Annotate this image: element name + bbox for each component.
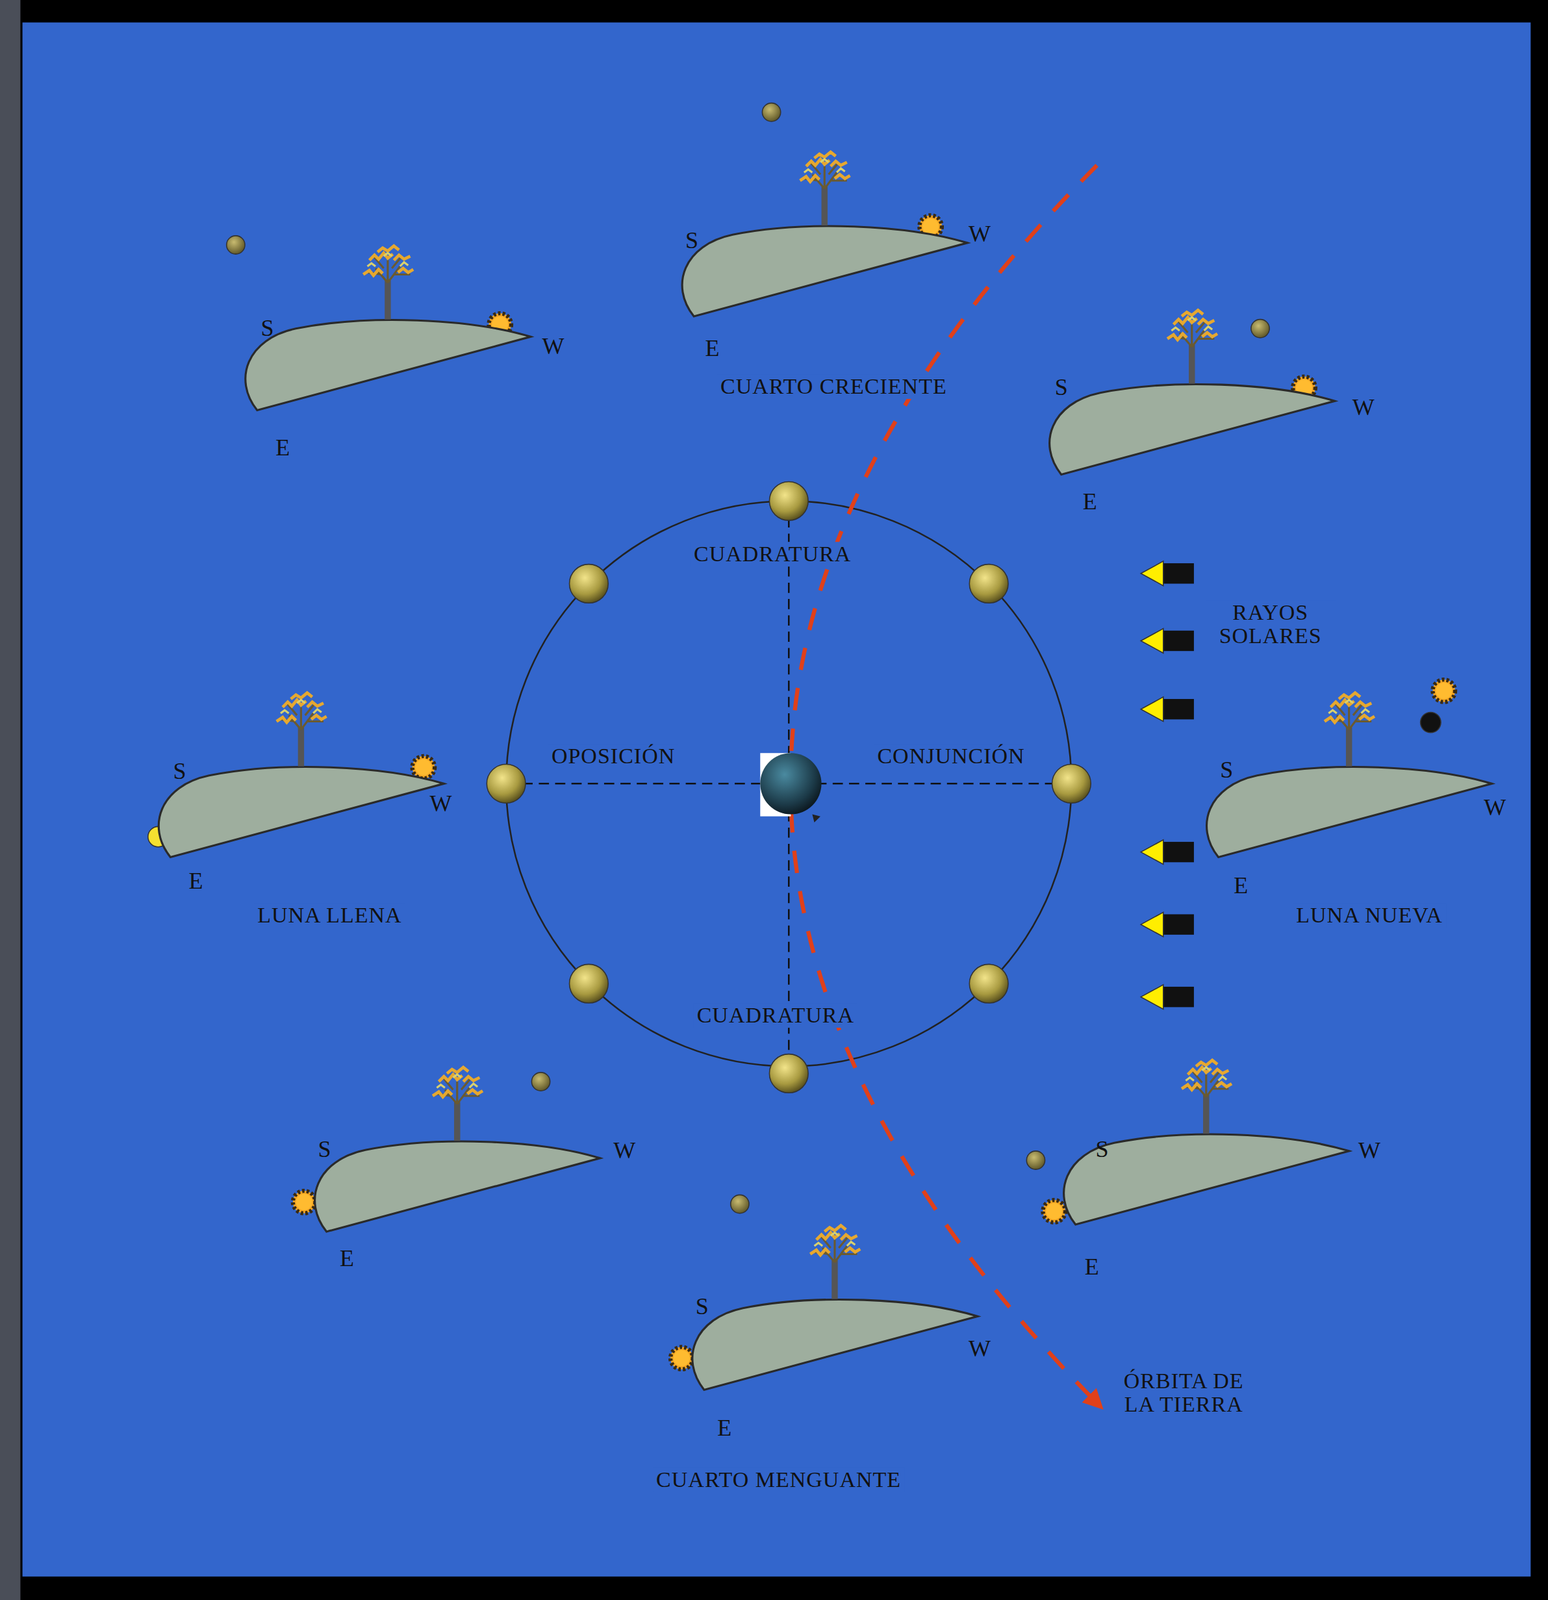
compass-letter: S [685,228,699,254]
phase-label: CUADRATURA [690,541,855,567]
compass-letter: S [1054,375,1068,401]
compass-letter: W [430,791,453,817]
compass-letter: E [1084,1255,1100,1280]
compass-letter: E [339,1247,355,1272]
phase-label: RAYOS SOLARES [1205,600,1336,649]
compass-letter: W [1352,395,1375,421]
phase-label: LUNA NUEVA [1292,902,1447,928]
phase-label: ÓRBITA DE LA TIERRA [1115,1369,1252,1417]
compass-letter: S [318,1137,332,1163]
sky-moons [148,103,1441,1214]
compass-letter: W [968,222,991,247]
compass-letter: W [613,1138,636,1164]
compass-letter: S [1095,1137,1109,1163]
compass-letter: E [704,336,720,362]
phase-label: CUADRATURA [693,1002,858,1028]
compass-letter: E [717,1416,732,1441]
sun-rays [1140,561,1194,1010]
compass-letter: W [1483,795,1506,821]
frame-strip [0,0,21,1600]
phase-label: CUARTO CRECIENTE [717,374,951,400]
compass-letter: S [261,316,275,342]
earth-arrow [812,813,821,823]
background [22,22,1532,1577]
moon-orbit [506,500,1072,1066]
orbit-moons [486,481,1091,1093]
earth-orbit [790,164,1103,1408]
phase-label: CUARTO MENGUANTE [652,1467,905,1493]
compass-letter: E [275,435,290,461]
compass-letter: W [541,334,564,360]
phase-label: LUNA LLENA [253,902,405,928]
phase-label: OPOSICIÓN [548,743,679,769]
phase-label: CONJUNCIÓN [873,743,1028,769]
earth [760,752,822,814]
landscapes [158,152,1492,1390]
compass-letter: W [1358,1138,1381,1164]
compass-letter: S [1219,758,1233,783]
compass-letter: S [172,759,186,785]
compass-letter: E [189,869,204,894]
compass-letter: E [1233,873,1248,899]
compass-letter: W [968,1336,991,1362]
compass-letter: E [1082,489,1098,515]
compass-letter: S [695,1294,709,1320]
